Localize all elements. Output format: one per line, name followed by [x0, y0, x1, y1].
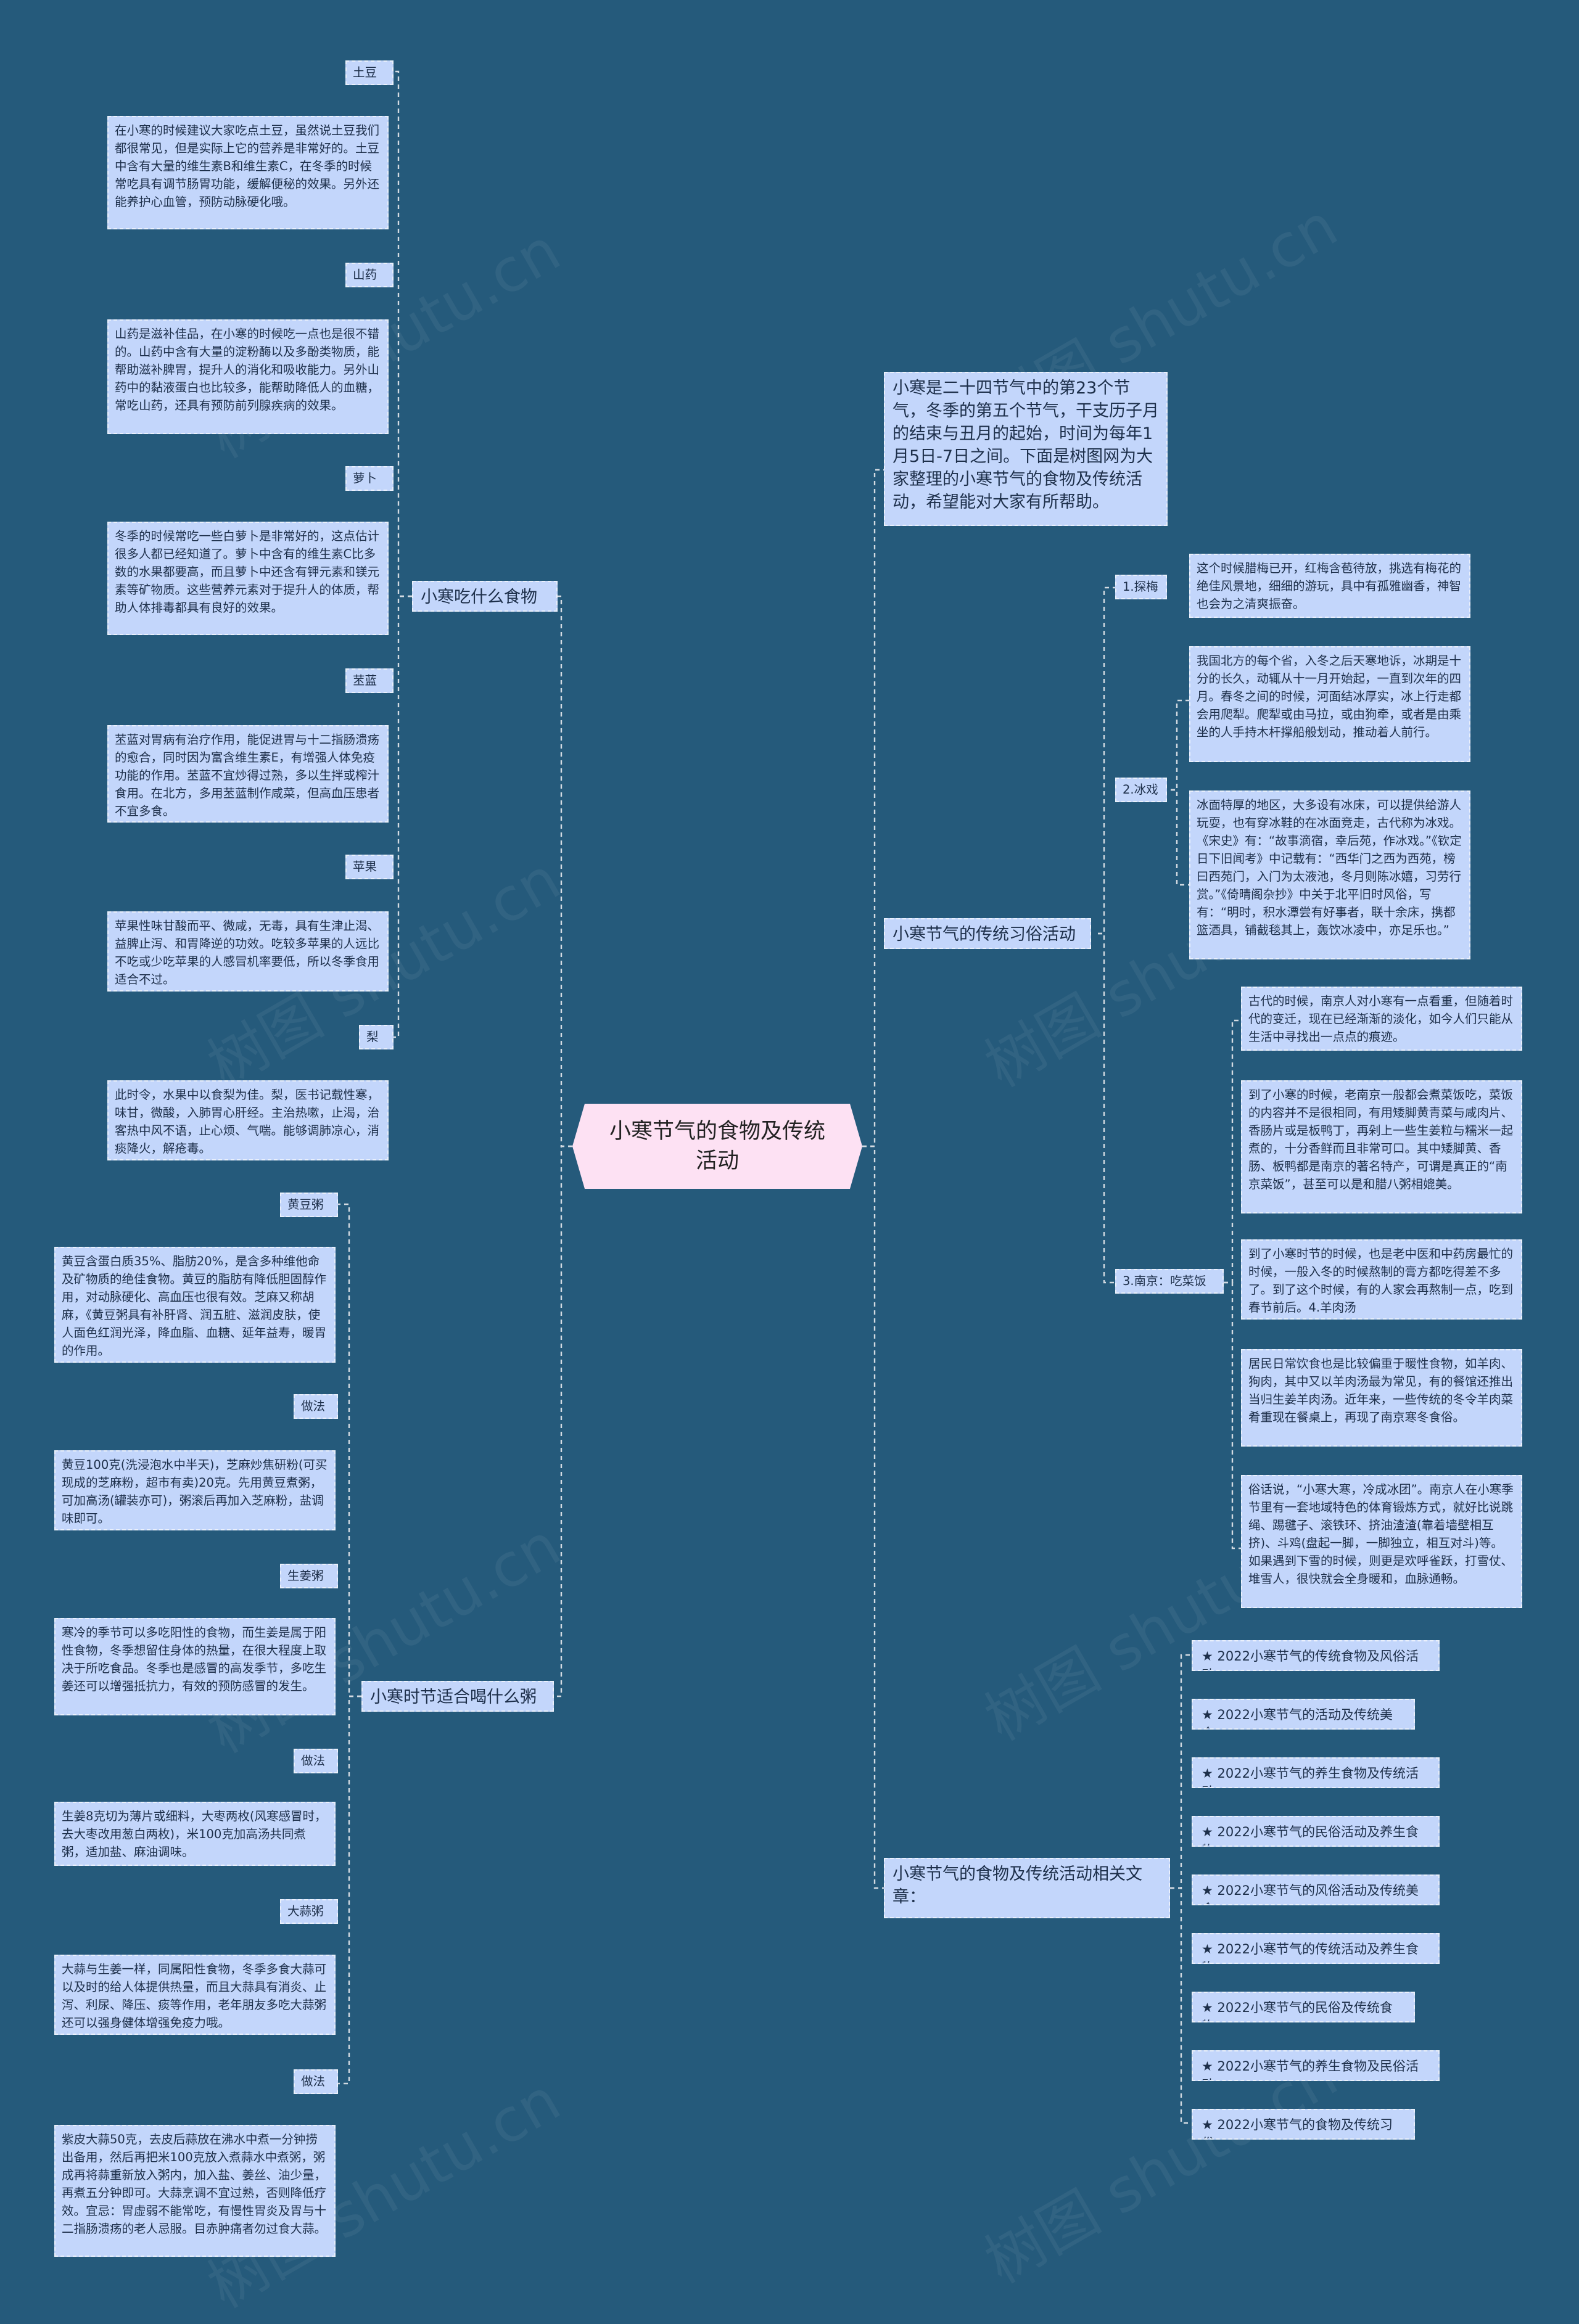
connector — [1171, 789, 1189, 886]
connector — [1224, 1281, 1241, 1550]
custom-tanmei-text[interactable]: 这个时候腊梅已开，红梅含苞待放，挑选有梅花的绝佳风景地，细细的游玩，具中有孤雅幽… — [1189, 554, 1470, 618]
article-link[interactable]: ★ 2022小寒节气的养生食物及传统活动 — [1192, 1757, 1440, 1788]
article-link[interactable]: ★ 2022小寒节气的食物及传统习俗 — [1192, 2109, 1415, 2140]
article-link[interactable]: ★ 2022小寒节气的风俗活动及传统美食 — [1192, 1874, 1440, 1905]
porridge-dasuan-method-text[interactable]: 紫皮大蒜50克，去皮后蒜放在沸水中煮一分钟捞出备用，然后再把米100克放入煮蒜水… — [54, 2125, 336, 2257]
porridge-shengjiang-method-label[interactable]: 做法 — [294, 1749, 338, 1773]
article-link[interactable]: ★ 2022小寒节气的传统食物及风俗活动 — [1192, 1640, 1440, 1671]
food-luobo-label[interactable]: 萝卜 — [345, 466, 394, 491]
connector — [554, 1145, 572, 1698]
porridge-huangdou-method-text[interactable]: 黄豆100克(洗浸泡水中半天)，芝麻炒焦研粉(可买现成的芝麻粉，超市有卖)20克… — [54, 1450, 336, 1530]
connector — [558, 595, 572, 1148]
connector — [338, 1695, 361, 2085]
branch-foods[interactable]: 小寒吃什么食物 — [412, 581, 558, 612]
connector — [338, 1203, 361, 1698]
central-topic[interactable]: 小寒节气的食物及传统活动 — [572, 1104, 862, 1189]
custom-bingxi-label[interactable]: 2.冰戏 — [1115, 778, 1167, 802]
branch-porridge[interactable]: 小寒时节适合喝什么粥 — [361, 1681, 554, 1712]
porridge-dasuan-text[interactable]: 大蒜与生姜一样，同属阳性食物，冬季多食大蒜可以及时的给人体提供热量，而且大蒜具有… — [54, 1955, 336, 2035]
porridge-shengjiang-method-text[interactable]: 生姜8克切为薄片或细料，大枣两枚(风寒感冒时，去大枣改用葱白两枚)，米100克加… — [54, 1802, 336, 1866]
food-luobo-text[interactable]: 冬季的时候常吃一些白萝卜是非常好的，这点估计很多人都已经知道了。萝卜中含有的维生… — [107, 522, 389, 635]
porridge-dasuan-method-label[interactable]: 做法 — [294, 2069, 338, 2094]
food-pingguo-label[interactable]: 苹果 — [345, 855, 394, 879]
article-link[interactable]: ★ 2022小寒节气的传统活动及养生食物 — [1192, 1933, 1440, 1964]
connector — [1098, 932, 1115, 1284]
custom-tanmei-label[interactable]: 1.探梅 — [1115, 575, 1167, 599]
food-pingguo-text[interactable]: 苹果性味甘酸而平、微咸，无毒，具有生津止渴、益脾止泻、和胃降逆的功效。吃较多苹果… — [107, 911, 389, 992]
article-link[interactable]: ★ 2022小寒节气的民俗及传统食物 — [1192, 1992, 1415, 2022]
custom-nanjing-text-5[interactable]: 俗话说，“小寒大寒，冷成冰团”。南京人在小寒季节里有一套地域特色的体育锻炼方式，… — [1241, 1475, 1522, 1608]
porridge-huangdou-text[interactable]: 黄豆含蛋白质35%、脂肪20%，是含多种维他命及矿物质的绝佳食物。黄豆的脂肪有降… — [54, 1247, 336, 1363]
food-shanyao-label[interactable]: 山药 — [345, 263, 394, 287]
branch-articles[interactable]: 小寒节气的食物及传统活动相关文章： — [884, 1858, 1170, 1918]
custom-nanjing-text-3[interactable]: 到了小寒时节的时候，也是老中医和中药房最忙的时候，一般入冬的时候熬制的膏方都吃得… — [1241, 1239, 1522, 1320]
custom-bingxi-text-1[interactable]: 我国北方的每个省，入冬之后天寒地诉，冰期是十分的长久，动辄从十一月开始起，一直到… — [1189, 646, 1470, 762]
connector — [862, 1145, 884, 1889]
food-tudou-text[interactable]: 在小寒的时候建议大家吃点土豆，虽然说土豆我们都很常见，但是实际上它的营养是非常好… — [107, 116, 389, 229]
food-pielan-label[interactable]: 苤蓝 — [345, 668, 394, 693]
connector — [1098, 586, 1115, 935]
custom-bingxi-text-2[interactable]: 冰面特厚的地区，大多设有冰床，可以提供给游人玩耍，也有穿冰鞋的在冰面竞走，古代称… — [1189, 790, 1470, 959]
porridge-huangdou-method-label[interactable]: 做法 — [294, 1394, 338, 1419]
connector — [394, 70, 412, 597]
connector — [1224, 1019, 1241, 1284]
connector — [394, 595, 412, 1038]
connector — [862, 469, 884, 1148]
porridge-dasuan-label[interactable]: 大蒜粥 — [280, 1899, 338, 1924]
article-link[interactable]: ★ 2022小寒节气的活动及传统美食 — [1192, 1699, 1415, 1730]
branch-customs[interactable]: 小寒节气的传统习俗活动 — [884, 918, 1091, 949]
intro-text[interactable]: 小寒是二十四节气中的第23个节气，冬季的第五个节气，干支历子月的结束与丑月的起始… — [884, 372, 1168, 526]
porridge-shengjiang-text[interactable]: 寒冷的季节可以多吃阳性的食物，而生姜是属于阳性食物，冬季想留住身体的热量，在很大… — [54, 1618, 336, 1715]
porridge-huangdou-label[interactable]: 黄豆粥 — [280, 1193, 338, 1217]
food-li-label[interactable]: 梨 — [359, 1025, 394, 1049]
custom-nanjing-label[interactable]: 3.南京：吃菜饭 — [1115, 1269, 1224, 1294]
connector — [1171, 699, 1189, 791]
food-shanyao-text[interactable]: 山药是滋补佳品，在小寒的时候吃一点也是很不错的。山药中含有大量的淀粉酶以及多酚类… — [107, 319, 389, 434]
porridge-shengjiang-label[interactable]: 生姜粥 — [280, 1564, 338, 1588]
connector — [1170, 1887, 1192, 2124]
custom-nanjing-text-4[interactable]: 居民日常饮食也是比较偏重于暖性食物，如羊肉、狗肉，其中又以羊肉汤最为常见，有的餐… — [1241, 1349, 1522, 1447]
food-li-text[interactable]: 此时令，水果中以食梨为佳。梨，医书记载性寒，味甘，微酸，入肺胃心肝经。主治热嗽，… — [107, 1080, 389, 1160]
food-pielan-text[interactable]: 苤蓝对胃病有治疗作用，能促进胃与十二指肠溃疡的愈合，同时因为富含维生素E，有增强… — [107, 725, 389, 823]
article-link[interactable]: ★ 2022小寒节气的民俗活动及养生食物 — [1192, 1816, 1440, 1847]
connector — [1170, 1654, 1192, 1889]
custom-nanjing-text-1[interactable]: 古代的时候，南京人对小寒有一点看重，但随着时代的变迁，现在已经渐渐的淡化，如今人… — [1241, 987, 1522, 1051]
article-link[interactable]: ★ 2022小寒节气的养生食物及民俗活动 — [1192, 2050, 1440, 2081]
custom-nanjing-text-2[interactable]: 到了小寒的时候，老南京一般都会煮菜饭吃，菜饭的内容并不是很相同，有用矮脚黄青菜与… — [1241, 1080, 1522, 1213]
food-tudou-label[interactable]: 土豆 — [345, 60, 394, 85]
